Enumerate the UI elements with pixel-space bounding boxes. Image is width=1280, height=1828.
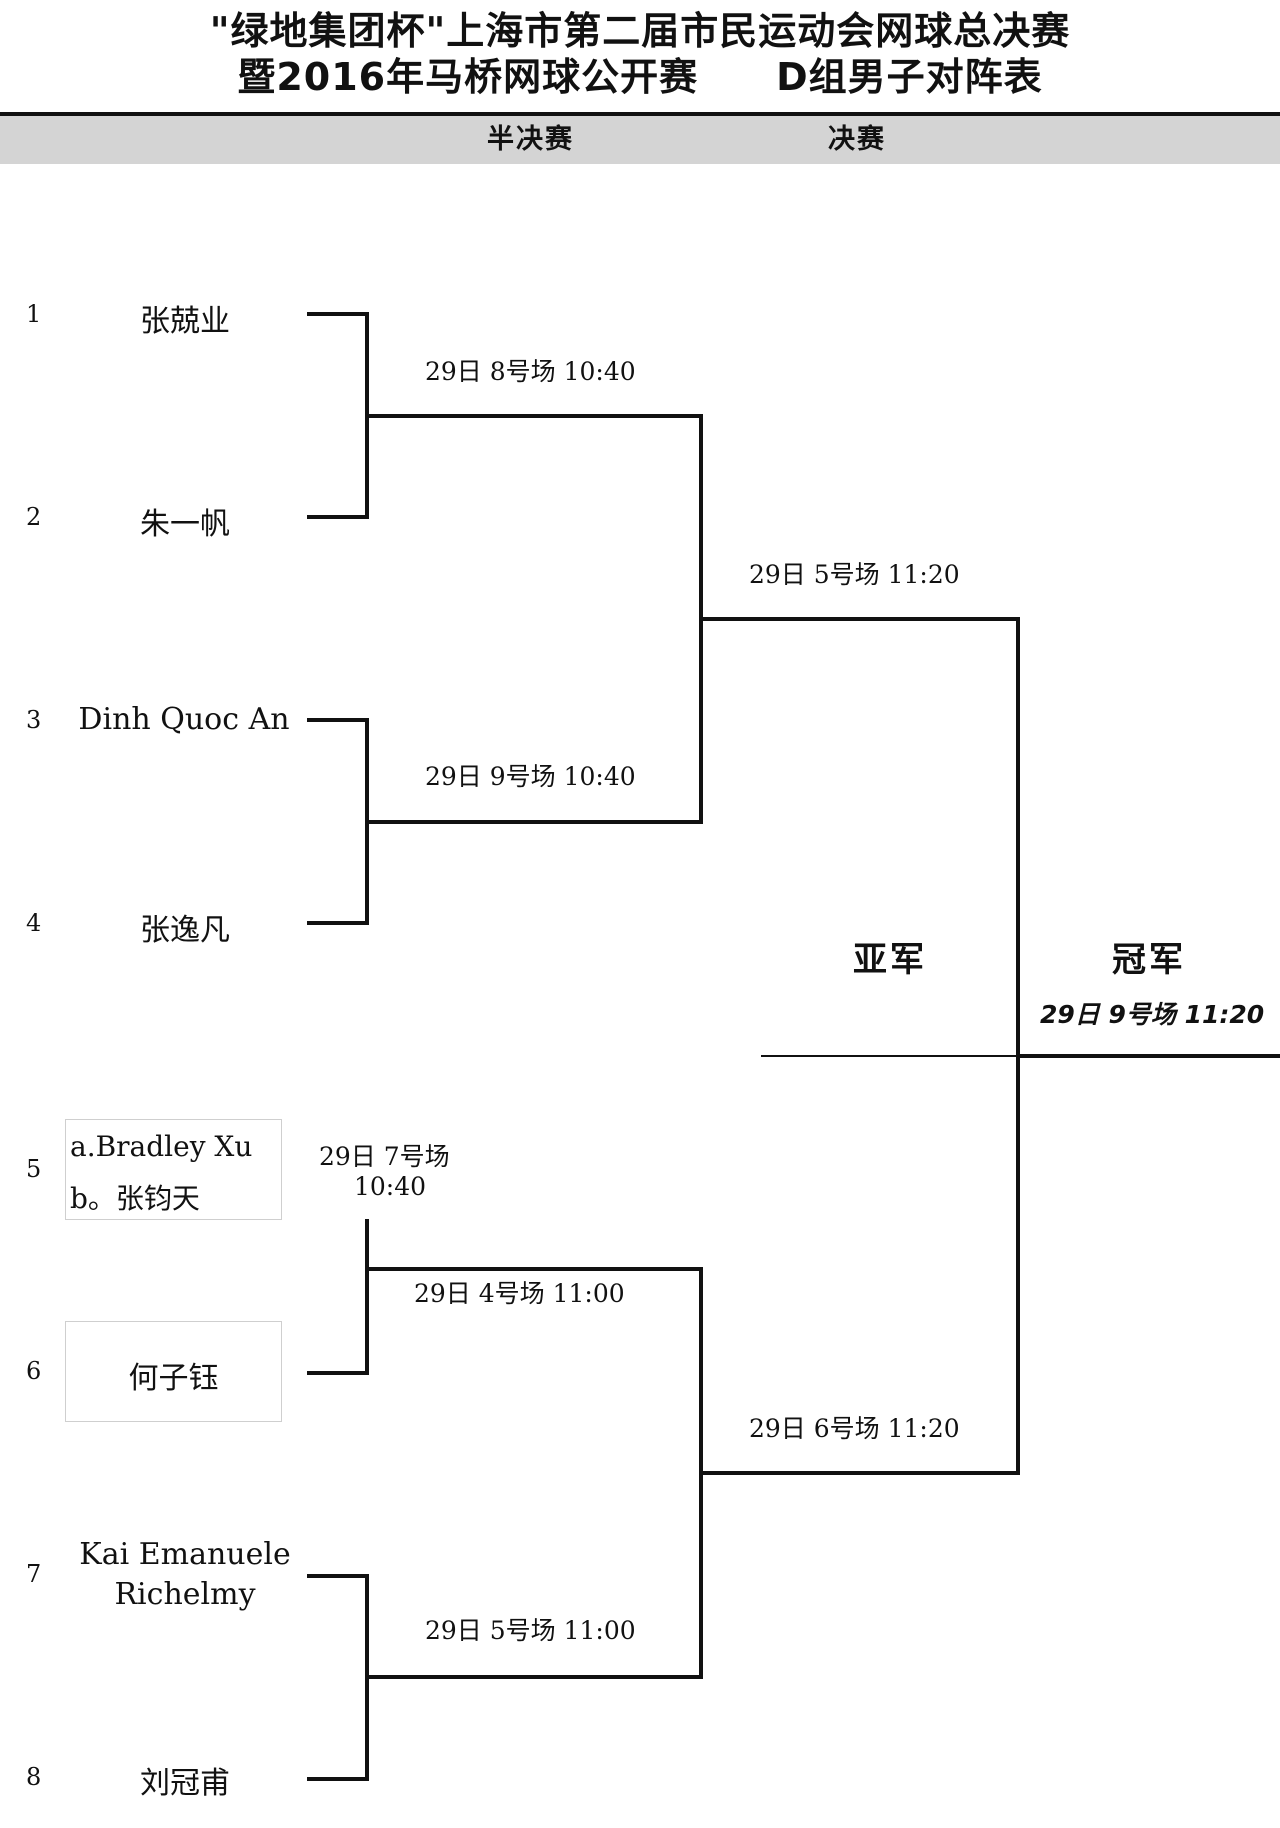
seed-1: 1 <box>26 300 42 328</box>
match-info-2: 29日 9号场 10:40 <box>425 762 636 791</box>
seed-4: 4 <box>26 909 42 937</box>
bracket-line <box>307 312 369 316</box>
bracket-line <box>307 1574 369 1578</box>
match-info-5: 29日 5号场 11:00 <box>425 1616 636 1645</box>
round-label-semifinal: 半决赛 <box>487 124 574 155</box>
player-3-name: Dinh Quoc An <box>78 702 290 737</box>
seed-5: 5 <box>26 1155 42 1183</box>
runner-up-line <box>761 1055 1018 1057</box>
player-5b-name: b。张钧天 <box>70 1182 200 1215</box>
bracket-line <box>365 414 703 418</box>
final-match-info: 29日 9号场 11:20 <box>1040 1000 1265 1029</box>
player-6-name: 何子钰 <box>128 1361 219 1396</box>
bracket-line <box>365 1219 369 1375</box>
bracket-line <box>365 1267 703 1271</box>
bracket-line <box>365 1675 703 1679</box>
match-info-3-line-1: 29日 7号场 <box>319 1142 450 1171</box>
semifinal-info-bottom: 29日 6号场 11:20 <box>749 1414 960 1443</box>
match-info-3-line-2: 10:40 <box>354 1172 427 1201</box>
player-5-box: a.Bradley Xu b。张钧天 <box>65 1119 282 1220</box>
bracket-line <box>307 1777 369 1781</box>
player-6-box: 何子钰 <box>65 1321 282 1422</box>
bracket-line <box>307 1371 369 1375</box>
title-line-1: "绿地集团杯"上海市第二届市民运动会网球总决赛 <box>209 9 1071 53</box>
bracket-line <box>699 617 1020 621</box>
seed-2: 2 <box>26 503 42 531</box>
champion-label: 冠军 <box>1112 940 1186 980</box>
semifinal-info-top: 29日 5号场 11:20 <box>749 560 960 589</box>
round-label-final: 决赛 <box>828 124 886 155</box>
match-info-1: 29日 8号场 10:40 <box>425 357 636 386</box>
bracket-line <box>699 1471 1020 1475</box>
round-header-band <box>0 116 1280 164</box>
player-5a-name: a.Bradley Xu <box>70 1130 253 1163</box>
title-line-2: 暨2016年马桥网球公开赛 D组男子对阵表 <box>237 55 1043 99</box>
champion-line <box>1016 1054 1280 1058</box>
player-2-name: 朱一帆 <box>140 507 230 542</box>
match-info-4: 29日 4号场 11:00 <box>414 1279 625 1308</box>
player-8-name: 刘冠甫 <box>140 1766 230 1801</box>
seed-8: 8 <box>26 1763 42 1791</box>
bracket-line <box>307 515 369 519</box>
seed-6: 6 <box>26 1357 42 1385</box>
player-7-name-line-2: Richelmy <box>114 1577 256 1612</box>
runner-up-label: 亚军 <box>853 940 927 980</box>
header-rule <box>0 112 1280 116</box>
bracket-line <box>365 820 703 824</box>
bracket-line <box>1016 617 1020 1475</box>
bracket-line <box>307 921 369 925</box>
bracket-line <box>307 718 369 722</box>
seed-3: 3 <box>26 706 42 734</box>
player-1-name: 张兢业 <box>140 304 230 339</box>
player-4-name: 张逸凡 <box>140 913 230 948</box>
player-7-name-line-1: Kai Emanuele <box>79 1537 291 1572</box>
seed-7: 7 <box>26 1560 42 1588</box>
